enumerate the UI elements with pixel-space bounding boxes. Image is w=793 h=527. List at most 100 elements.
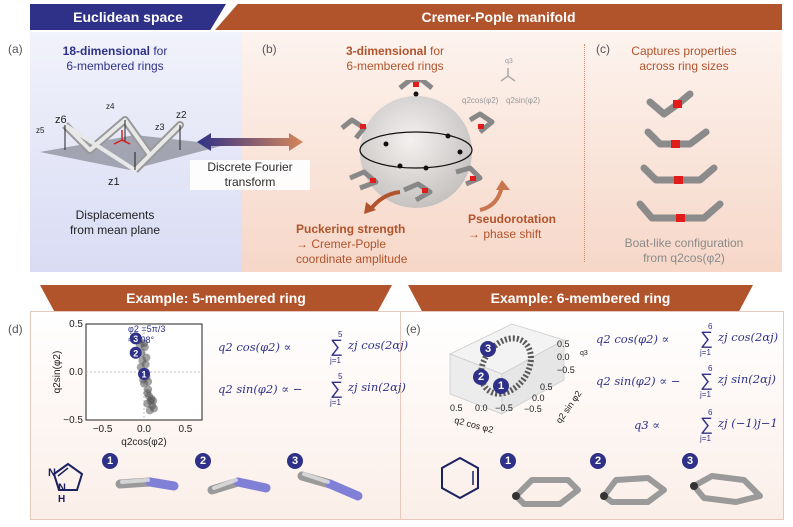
eq-6-q3: q3 ∝ 6 ∑ j=1 zj (−1)j−1	[634, 408, 778, 443]
equator-point	[423, 165, 429, 171]
marker-3d-1: 1	[493, 378, 509, 394]
eq-6-sin: q2 sin(φ2) ∝ − 6 ∑ j=1 zj sin(2αj)	[596, 364, 776, 399]
y-ticks: 0.5 0.0 −0.5	[524, 382, 553, 415]
ring-bond-n	[233, 477, 271, 493]
sum-bottom: j=1	[330, 398, 341, 407]
panel-divider	[584, 44, 585, 262]
sum-bottom: j=1	[700, 390, 711, 399]
oxygen-atom	[673, 100, 682, 108]
y-tick: 0.5	[540, 382, 553, 392]
panel-a-dimension: 18-dimensional for 6-membered rings	[40, 44, 190, 74]
z-tick: −0.5	[557, 365, 575, 375]
eq-6-cos: q2 cos(φ2) ∝ 6 ∑ j=1 zj cos(2αj)	[596, 322, 778, 357]
axes-icon	[113, 130, 131, 145]
ring-conformer	[601, 475, 667, 505]
hexagon-ring	[441, 456, 479, 500]
atom-z6: z6	[55, 114, 67, 126]
curved-arrows	[364, 180, 510, 214]
phase-annotation-line1: φ2 =5π/3	[128, 324, 166, 334]
header-cremer-pople-text: Cremer-Pople manifold	[421, 9, 576, 25]
eq-6-sin-rhs: zj sin(2αj)	[718, 372, 776, 386]
x-ticks: 0.5 0.0 −0.5	[450, 403, 513, 413]
labeled-point-text: 2	[133, 348, 138, 358]
puckering-line1: → Cremer-Pople	[296, 237, 387, 251]
eq-6-sin-lhs: q2 sin(φ2) ∝ −	[596, 374, 681, 388]
sum-sign: ∑	[700, 328, 713, 348]
manifold-sphere	[340, 80, 495, 208]
axis-left-label: q2cos(φ2)	[462, 96, 499, 105]
puckering-title: Puckering strength	[296, 222, 406, 236]
sum-top: 6	[708, 408, 713, 417]
panel-b-dim-rest: for	[426, 44, 445, 58]
oxygen-atom	[470, 176, 476, 181]
puckering-line2: coordinate amplitude	[296, 252, 408, 266]
panel-a-dim-rest: for	[150, 44, 168, 58]
axis-q3-label: q3	[505, 58, 513, 65]
z-ticks: 0.5 0.0 −0.5	[557, 338, 575, 377]
oxygen-atom	[370, 178, 376, 183]
sum-sign: ∑	[330, 378, 343, 398]
header-example-5: Example: 5-membered ring	[40, 285, 392, 311]
atom-z3: z3	[155, 122, 165, 132]
panel-b-dim-line2: 6-membered rings	[346, 59, 444, 73]
data-point	[141, 360, 150, 369]
equator-point	[383, 141, 389, 147]
y-tick-label: −0.5	[63, 415, 83, 426]
ring-conformer	[468, 111, 495, 134]
sum-sign: ∑	[700, 370, 713, 390]
ring-conformer	[691, 473, 763, 505]
atom-z5: z5	[36, 126, 45, 135]
oxygen-atom	[413, 82, 419, 87]
atom-z1: z1	[108, 176, 120, 188]
eq-5-sin-lhs: q2 sin(φ2) ∝ −	[218, 382, 303, 396]
panel-a-caption-line1: Displacements	[75, 208, 155, 222]
pseudorotation-text: Pseudorotation → phase shift	[468, 212, 578, 242]
labeled-point	[129, 332, 142, 345]
atom-n1: N	[48, 467, 56, 479]
marker-3: 3	[287, 453, 303, 469]
marker-6-2: 2	[590, 453, 606, 469]
boat-conformers	[636, 90, 724, 222]
header-cremer-pople: Cremer-Pople manifold	[215, 4, 782, 30]
panel-c-line2: across ring sizes	[639, 59, 729, 73]
panel-bc-background	[242, 32, 782, 272]
equator-ring	[359, 131, 473, 169]
sum-bottom: j=1	[330, 356, 341, 365]
labeled-point	[138, 367, 150, 380]
panel-b-dimension: 3-dimensional for 6-membered rings	[320, 44, 470, 74]
pseudo-title: Pseudorotation	[468, 212, 557, 226]
header-euclidean: Euclidean space	[30, 4, 226, 30]
ring-conformer	[340, 117, 367, 140]
oxygen-atom	[671, 140, 680, 148]
panel-e-background	[400, 311, 784, 520]
marker-6-1: 1	[500, 453, 516, 469]
z-axis-label: q3	[580, 350, 588, 357]
y-tick-label: 0.0	[69, 367, 83, 378]
panel-e-label: (e)	[406, 322, 421, 336]
x-tick: 0.0	[475, 403, 488, 413]
oxygen-atom	[478, 124, 484, 129]
header-euclidean-text: Euclidean space	[73, 9, 183, 25]
y-tick: 0.0	[532, 393, 545, 403]
labeled-point-text: 3	[133, 334, 138, 344]
phase-annotation: φ2 =5π/3 ≈ 108°	[128, 324, 165, 346]
data-point	[142, 353, 151, 362]
x-tick-label: −0.5	[93, 424, 113, 435]
sum-top: 6	[708, 322, 713, 331]
panel-c-caption1: Boat-like configuration	[624, 236, 744, 250]
atom-h: H	[58, 494, 66, 505]
data-point	[143, 389, 152, 398]
panel-a-dim-line2: 6-membered rings	[66, 59, 164, 73]
ring-bond-n	[145, 477, 179, 491]
transform-line1: Discrete Fourier	[207, 160, 293, 174]
z-tick: 0.5	[557, 339, 570, 349]
labeled-point-text: 1	[141, 369, 146, 379]
atom-z4: z4	[106, 102, 115, 111]
sum-top: 5	[338, 330, 343, 339]
carbon-atom	[690, 482, 698, 490]
pseudo-line: → phase shift	[468, 227, 542, 241]
carbon-atom	[512, 492, 520, 500]
ring-conformer	[349, 169, 379, 191]
panel-c-caption: Boat-like configuration from q2cos(φ2)	[604, 236, 764, 266]
